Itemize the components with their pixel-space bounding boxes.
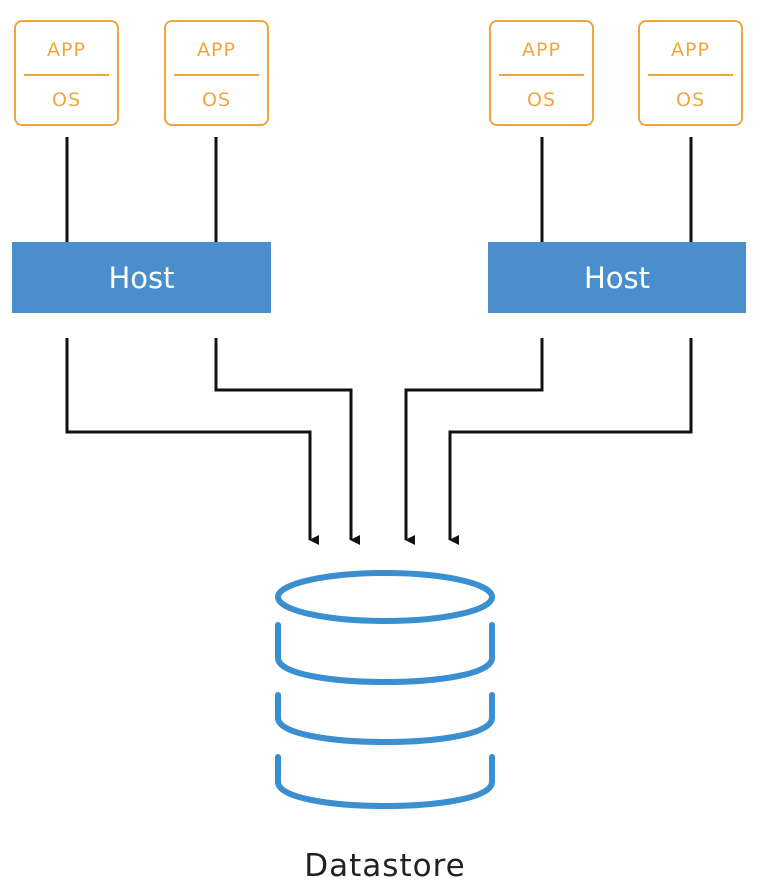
vm-box-1: APP OS <box>14 20 119 126</box>
host-label: Host <box>108 260 175 295</box>
vm-divider <box>648 74 733 76</box>
vm-app-label: APP <box>522 39 561 61</box>
vm-divider <box>499 74 584 76</box>
datastore-arrow-1 <box>65 338 319 545</box>
vm-app-label: APP <box>47 39 86 61</box>
vm-box-3: APP OS <box>489 20 594 126</box>
datastore-arrow-2 <box>214 338 360 545</box>
vm-os-label: OS <box>675 89 705 111</box>
vm-box-2: APP OS <box>164 20 269 126</box>
host-bar-left: Host <box>12 242 271 313</box>
vm-box-4: APP OS <box>638 20 743 126</box>
vm-app-label: APP <box>671 39 710 61</box>
vm-os-label: OS <box>201 89 231 111</box>
vm-app-label: APP <box>197 39 236 61</box>
datastore-arrow-4 <box>448 338 693 545</box>
datastore-label: Datastore <box>304 848 466 884</box>
vm-divider <box>174 74 259 76</box>
host-bar-right: Host <box>488 242 746 313</box>
host-label: Host <box>583 260 651 295</box>
datastore-icon <box>275 570 495 809</box>
vm-os-label: OS <box>51 89 81 111</box>
vm-divider <box>24 74 109 76</box>
vm-os-label: OS <box>526 89 556 111</box>
datastore-arrow-3 <box>404 338 544 545</box>
